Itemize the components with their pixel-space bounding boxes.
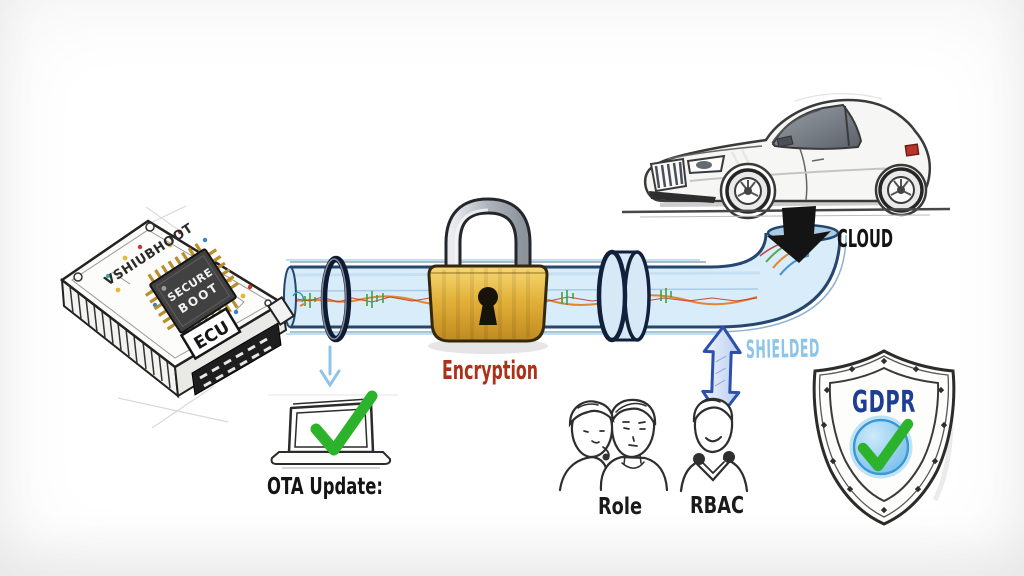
car-rear-wheel [878, 167, 924, 213]
car-taillight [904, 143, 920, 157]
car-front-wheel [725, 168, 771, 214]
rbac-label: RBAC [690, 493, 744, 519]
car-illustration [621, 98, 951, 220]
role-users-icon [558, 398, 669, 492]
ecu-pipe-connector [266, 296, 296, 326]
shielded-label: SHIELDED [746, 334, 820, 364]
role-label: Role [598, 494, 642, 520]
ota-arrow-icon [319, 345, 341, 388]
data-pipe [283, 223, 847, 343]
padlock-icon [427, 197, 549, 354]
ecu-device: SECURE BOOT VSHIUBHOOT ECU [59, 219, 307, 399]
pipe-ring-left [320, 255, 352, 343]
ota-checkmark-icon [310, 390, 378, 456]
pipe-body [290, 233, 838, 327]
ecu-chip: SECURE BOOT [144, 243, 239, 339]
laptop-icon [270, 398, 392, 469]
gdpr-shield-icon: GDPR [812, 349, 956, 526]
cloud-label: CLOUD [837, 224, 893, 253]
shield-rivets [820, 357, 948, 514]
gdpr-checkmark-icon [857, 418, 914, 472]
keyhole-icon [478, 287, 498, 325]
car-mirror [776, 135, 794, 148]
pipe-ring-right [596, 249, 651, 343]
rbac-user-icon [679, 397, 749, 493]
cloud-arrow-icon [767, 206, 831, 263]
ota-label: OTA Update: [267, 474, 383, 500]
ecu-connector-block [191, 322, 282, 396]
encryption-label: Encryption [442, 356, 538, 386]
gdpr-label: GDPR [852, 385, 916, 420]
